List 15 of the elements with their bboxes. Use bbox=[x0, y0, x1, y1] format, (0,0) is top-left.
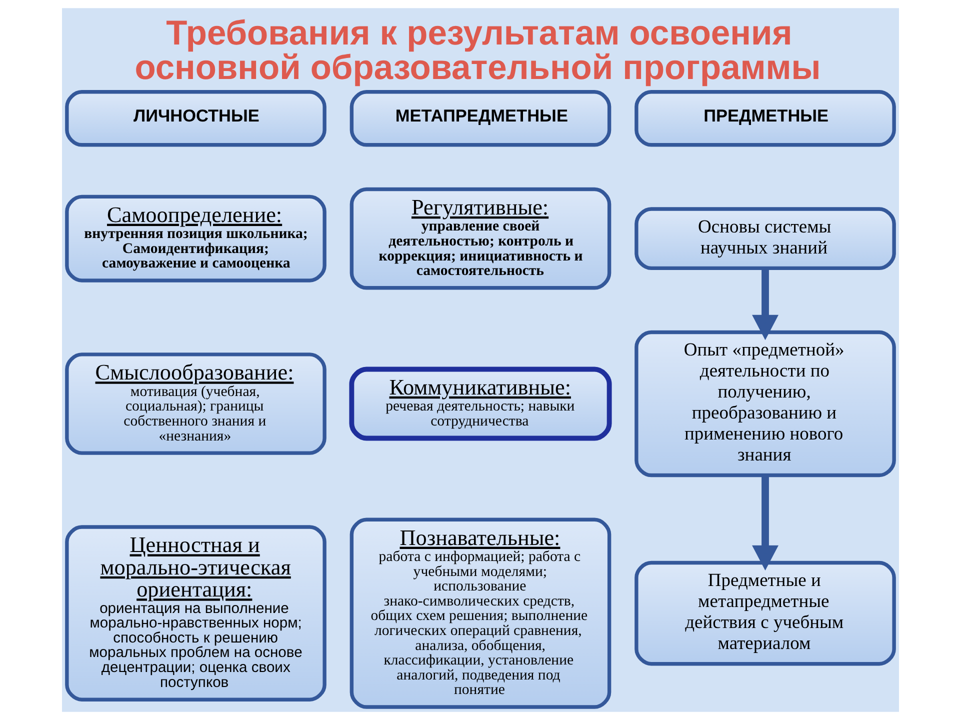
arrow bbox=[752, 268, 778, 340]
node-box: Самоопределение: внутренняя позиция школьника; Самоидентификация; самоуважение и самооценка bbox=[64, 194, 326, 282]
node-box: Предметные и метапредметные действия с учебным материалом bbox=[634, 560, 896, 666]
node-box: ПРЕДМЕТНЫЕ bbox=[634, 90, 896, 147]
node-box: Ценностная и морально-этическая ориентация: ориентация на выполнение морально-нравственных норм; способность к решению моральных проблем на основе децентрации; оценка своих поступков bbox=[64, 525, 326, 702]
node-box: Коммуникативные: речевая деятельность; навыки сотрудничества bbox=[348, 366, 612, 441]
node-box: МЕТАПРЕДМЕТНЫЕ bbox=[349, 90, 611, 147]
arrow bbox=[752, 476, 778, 571]
node-box: Основы системы научных знаний bbox=[634, 207, 896, 270]
node-box: ЛИЧНОСТНЫЕ bbox=[64, 90, 326, 147]
node-box: Смыслообразование: мотивация (учебная, социальная); границы собственного знания и «незнания» bbox=[64, 352, 326, 455]
node-box: Регулятивные: управление своей деятельностью; контроль и коррекция; инициативность и самостоятельность bbox=[349, 187, 611, 290]
node-box: Познавательные: работа с информацией; работа с учебными моделями; использование знако-символических средств, общих схем решения; выполнение логических операций сравнения, анализа, обобщения, классификации, установление аналогий, подведения под понятие bbox=[349, 518, 611, 709]
diagram-title: Требования к результатам освоения основной образовательной программы bbox=[134, 14, 820, 87]
node-box: Опыт «предметной» деятельности по получению, преобразованию и применению нового знания bbox=[634, 330, 896, 478]
